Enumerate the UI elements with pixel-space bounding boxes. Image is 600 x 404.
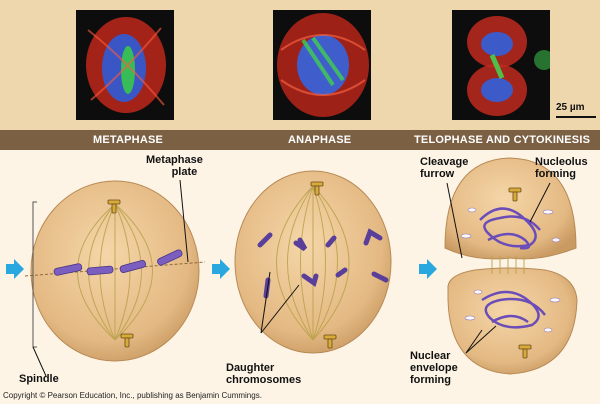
copyright-notice: Copyright © Pearson Education, Inc., pub… [3, 391, 262, 400]
stage-anaphase: ANAPHASE [288, 134, 352, 146]
metaphase-micrograph [76, 10, 174, 120]
daughter-chromosomes-leader-2 [260, 284, 300, 334]
scale-bar-label: 25 µm [556, 102, 585, 113]
telophase-cells [444, 157, 578, 375]
scale-bar [556, 116, 596, 118]
metaphase-cell [24, 180, 206, 362]
stage-arrows [6, 259, 437, 279]
cleavage-furrow-leader [446, 182, 463, 259]
nuclear-envelope-leader-2 [465, 325, 497, 354]
label-nuclear-envelope-forming: Nuclear envelope forming [410, 350, 458, 386]
label-metaphase-plate: Metaphase plate [146, 154, 203, 178]
spindle-leader [32, 346, 47, 377]
label-daughter-chromosomes: Daughter chromosomes [226, 362, 302, 386]
label-spindle: Spindle [19, 373, 59, 385]
arrow-icon [419, 259, 437, 279]
metaphase-plate-leader [179, 179, 189, 263]
nucleolus-leader [529, 182, 551, 223]
daughter-chromosomes-leader-1 [260, 271, 271, 334]
anaphase-cell [234, 170, 392, 354]
stage-metaphase: METAPHASE [93, 134, 164, 146]
label-cleavage-furrow: Cleavage furrow [420, 156, 469, 180]
spindle-bracket [32, 201, 37, 348]
label-nucleolus-forming: Nucleolus forming [535, 156, 588, 180]
arrow-icon [212, 259, 230, 279]
anaphase-micrograph [273, 10, 371, 120]
stage-telophase: TELOPHASE AND CYTOKINESIS [414, 134, 591, 146]
stage-bar: METAPHASE ANAPHASE TELOPHASE AND CYTOKIN… [0, 130, 600, 150]
telophase-micrograph [452, 10, 550, 120]
arrow-icon [6, 259, 24, 279]
nuclear-envelope-leader-1 [465, 329, 483, 354]
